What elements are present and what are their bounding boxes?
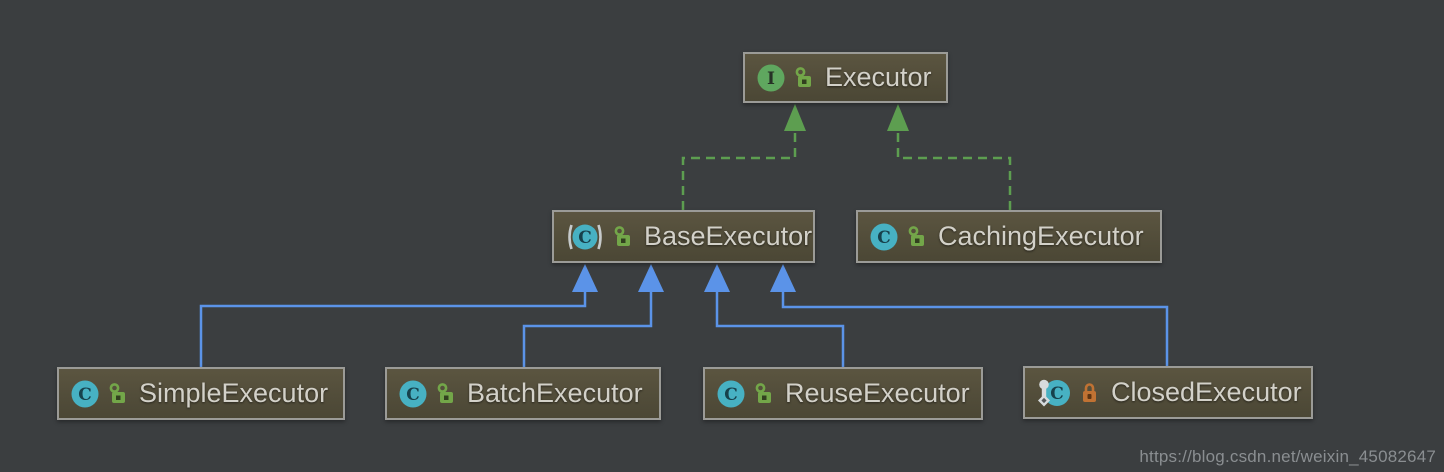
watermark-url: https://blog.csdn.net/weixin_45082647 [1139, 447, 1436, 466]
arrowhead-icon [887, 104, 909, 131]
public-unlocked-icon [755, 383, 771, 403]
interface-icon: I [757, 64, 785, 91]
public-unlocked-icon [614, 226, 630, 246]
private-locked-icon [1083, 383, 1096, 402]
svg-text:C: C [877, 228, 891, 248]
arrowhead-icon [770, 264, 796, 292]
class-node-batch-executor[interactable]: C BatchExecutor [385, 367, 661, 420]
class-node-simple-executor[interactable]: C SimpleExecutor [57, 367, 345, 420]
abstract-class-icon: C [568, 224, 602, 249]
class-icon: C [717, 380, 745, 407]
class-node-base-executor[interactable]: C BaseExecutor [552, 210, 815, 263]
class-name-label: ClosedExecutor [1111, 377, 1302, 407]
class-node-executor[interactable]: I Executor [743, 52, 948, 103]
class-name-label: CachingExecutor [938, 221, 1144, 251]
class-icon: C [399, 380, 427, 407]
edge-batchexecutor-extends-baseexecutor [522, 264, 664, 367]
public-unlocked-icon [795, 67, 811, 87]
key-icon [1038, 379, 1050, 406]
public-unlocked-icon [437, 383, 453, 403]
svg-text:C: C [406, 385, 420, 405]
class-name-label: ReuseExecutor [785, 378, 970, 408]
edge-baseexecutor-implements-executor [681, 104, 806, 210]
edge-closedexecutor-extends-baseexecutor [770, 264, 1169, 366]
class-node-caching-executor[interactable]: C CachingExecutor [856, 210, 1162, 263]
class-name-label: Executor [825, 62, 932, 92]
edge-reuseexecutor-extends-baseexecutor [704, 264, 845, 367]
edge-simpleexecutor-extends-baseexecutor [199, 264, 598, 367]
svg-text:C: C [724, 385, 738, 405]
edge-cachingexecutor-implements-executor [887, 104, 1012, 210]
class-name-label: BaseExecutor [644, 221, 813, 251]
svg-text:C: C [1050, 384, 1064, 404]
arrowhead-icon [638, 264, 664, 292]
arrowhead-icon [704, 264, 730, 292]
class-name-label: BatchExecutor [467, 378, 643, 408]
class-node-closed-executor[interactable]: C ClosedExecutor [1023, 366, 1313, 419]
class-name-label: SimpleExecutor [139, 378, 329, 408]
public-unlocked-icon [908, 226, 924, 246]
class-node-reuse-executor[interactable]: C ReuseExecutor [703, 367, 983, 420]
svg-text:C: C [578, 228, 592, 248]
class-icon: C [71, 380, 99, 407]
svg-text:I: I [767, 69, 775, 89]
public-unlocked-icon [109, 383, 125, 403]
svg-text:C: C [78, 385, 92, 405]
arrowhead-icon [572, 264, 598, 292]
class-icon: C [870, 223, 898, 250]
arrowhead-icon [784, 104, 806, 131]
inner-class-key-icon: C [1038, 379, 1070, 406]
